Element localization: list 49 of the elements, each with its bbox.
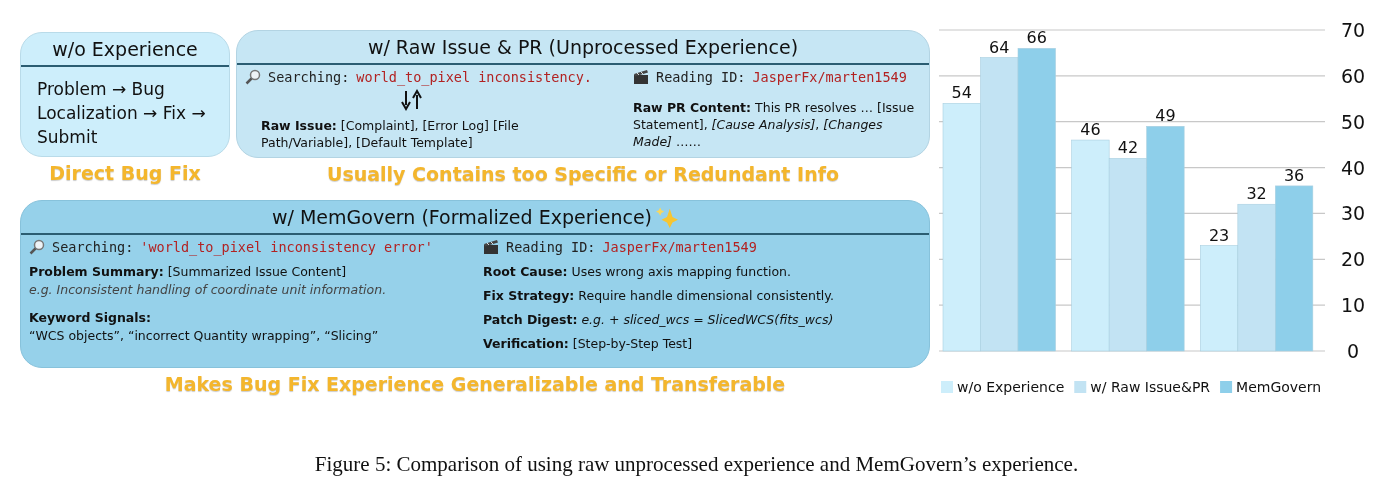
legend-label: MemGovern	[1236, 379, 1322, 395]
value-label: 46	[1080, 120, 1101, 140]
tick-label: 10	[1340, 294, 1366, 317]
issue-id: JasperFx/marten1549	[602, 239, 757, 255]
legend-label: w/ Raw Issue&PR	[1090, 379, 1211, 395]
experience-panel	[20, 200, 930, 368]
pr-text: Raw PR Content: This PR resolves … [Issue Statement], [Cause Analysis], [Changes Made] ……	[633, 99, 916, 150]
example-text: e.g. Inconsistent handling of coordinate unit information.	[29, 281, 388, 298]
tick-label: 60	[1340, 64, 1366, 87]
panel-title: w/ MemGovern (Formalized Experience)	[272, 206, 652, 228]
value-label: 54	[951, 83, 972, 103]
experience-panel	[20, 32, 230, 157]
value-label: 66	[1026, 28, 1047, 48]
search-query: world_to_pixel inconsistency.	[356, 69, 592, 85]
panel-title: w/o Experience	[52, 38, 198, 60]
search-query: 'world_to_pixel inconsistency error'	[140, 239, 433, 255]
value-label: 42	[1117, 138, 1139, 158]
issue-text: Raw Issue: [Complaint], [Error Log] [File Path/Variable], [Default Template]	[261, 117, 520, 151]
id-label: Reading ID:	[506, 239, 596, 255]
panel-caption: Makes Bug Fix Experience Generalizable and Transferable	[163, 373, 787, 395]
value-label: 64	[989, 37, 1010, 57]
root-cause-text: Root Cause: Uses wrong axis mapping function.	[483, 263, 792, 280]
figure-caption: Figure 5: Comparison of using raw unprocessed experience and MemGovern’s experience.	[313, 452, 1080, 477]
value-label: 23	[1208, 225, 1230, 245]
value-label: 36	[1283, 165, 1305, 185]
panel-caption: Usually Contains too Specific or Redundant Info	[326, 163, 840, 185]
tick-label: 30	[1340, 202, 1366, 225]
keyword-text: “WCS objects”, “incorrect Quantity wrapping”, “Slicing”	[29, 327, 380, 344]
search-label: Searching:	[52, 239, 134, 255]
summary-text: Problem Summary: [Summarized Issue Content]	[29, 263, 348, 280]
fix-strategy-text: Fix Strategy: Require handle dimensional consistently.	[483, 287, 835, 304]
patch-digest-text: Patch Digest: e.g. + sliced_wcs = SlicedWCS(fits_wcs)	[483, 311, 835, 328]
tick-label: 0	[1346, 340, 1360, 362]
search-label: Searching:	[268, 69, 350, 85]
issue-id: JasperFx/marten1549	[752, 69, 907, 85]
panel-caption: Direct Bug Fix	[48, 162, 202, 184]
panel-title: w/ Raw Issue & PR (Unprocessed Experience)	[367, 36, 799, 58]
value-label: 32	[1246, 184, 1267, 204]
tick-label: 20	[1340, 248, 1366, 271]
tick-label: 70	[1340, 19, 1366, 41]
id-label: Reading ID:	[656, 69, 746, 85]
legend-label: w/o Experience	[957, 379, 1065, 395]
keyword-heading: Keyword Signals:	[29, 309, 152, 326]
verification-text: Verification: [Step-by-Step Test]	[483, 335, 694, 352]
tick-label: 40	[1340, 156, 1366, 179]
tick-label: 50	[1340, 110, 1366, 133]
value-label: 49	[1155, 106, 1176, 126]
experience-panel	[236, 30, 930, 158]
process-steps: Problem → Bug Localization → Fix → Submit	[37, 77, 217, 149]
